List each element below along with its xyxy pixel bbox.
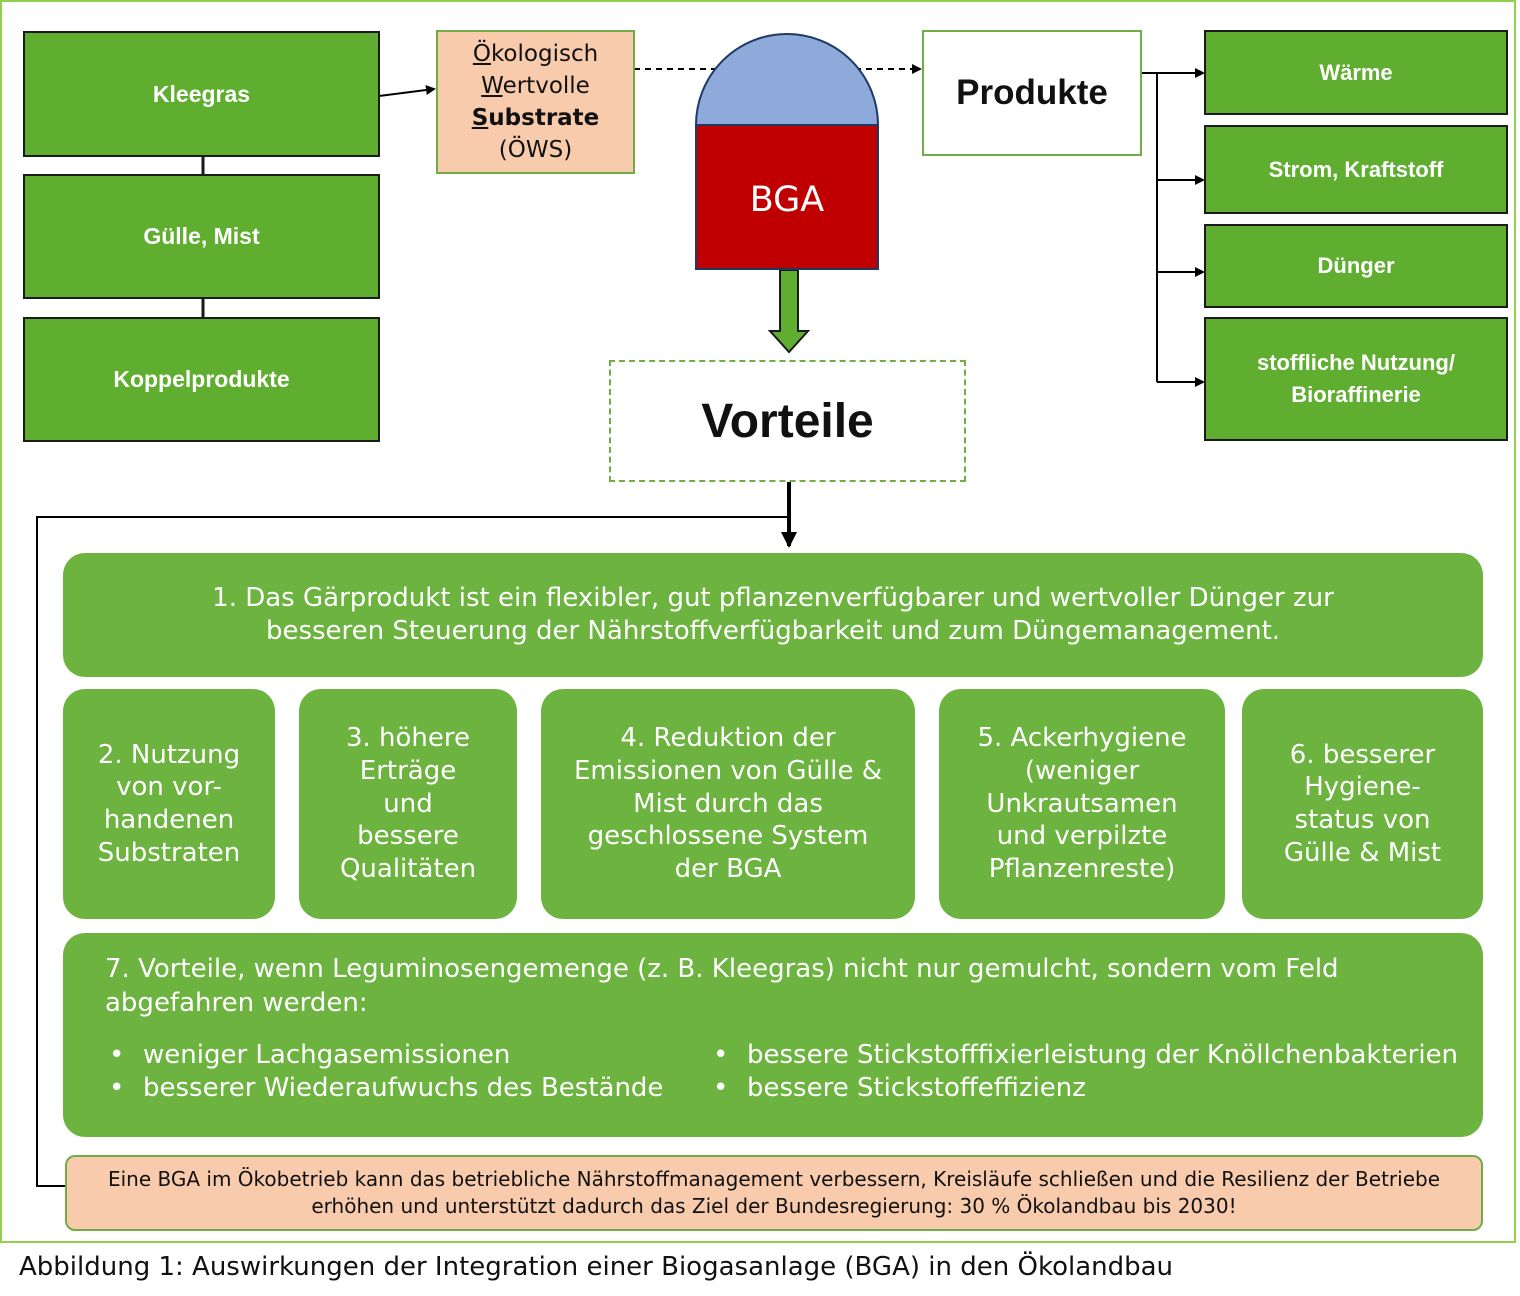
input-label: Koppelprodukte xyxy=(113,366,290,392)
benefit-box-4: 4. Reduktion der Emissionen von Gülle & … xyxy=(541,689,915,919)
input-box-guelle-mist: Gülle, Mist xyxy=(23,174,380,299)
substrate-line-2: Wertvolle xyxy=(481,72,590,99)
benefit-7-item: weniger Lachgasemissionen xyxy=(105,1039,663,1073)
product-box-stoffliche-nutzung: stoffliche Nutzung/ Bioraffinerie xyxy=(1204,317,1508,441)
benefit-text: 5. Ackerhygiene (weniger Unkrautsamen un… xyxy=(977,723,1187,885)
digester-dome xyxy=(694,33,880,126)
benefit-7-list-left: weniger Lachgasemissionen besserer Wiede… xyxy=(105,1039,663,1106)
outer-frame xyxy=(0,0,1516,1243)
arrow-kleegras-to-substrate xyxy=(378,85,436,97)
benefit-7-list-right: bessere Stickstofffixierleistung der Knö… xyxy=(709,1039,1458,1106)
benefit-text: 1. Das Gärprodukt ist ein flexibler, gut… xyxy=(212,583,1334,646)
input-box-kleegras: Kleegras xyxy=(23,31,380,157)
benefit-text: 3. höhere Erträge und bessere Qualitäten xyxy=(339,723,477,885)
products-box: Produkte xyxy=(922,30,1142,156)
green-arrow-down xyxy=(767,269,811,354)
benefit-text: 4. Reduktion der Emissionen von Gülle & … xyxy=(573,723,883,885)
input-label: Gülle, Mist xyxy=(143,223,260,249)
product-label: Dünger xyxy=(1317,253,1395,278)
product-label: stoffliche Nutzung/ Bioraffinerie xyxy=(1257,350,1455,407)
product-label: Strom, Kraftstoff xyxy=(1268,156,1444,182)
conclusion-box: Eine BGA im Ökobetrieb kann das betriebl… xyxy=(65,1155,1483,1231)
benefit-text: 6. besserer Hygiene-status von Gülle & M… xyxy=(1283,739,1442,868)
benefit-7-item: besserer Wiederaufwuchs des Bestände xyxy=(105,1072,663,1106)
benefit-7-intro: 7. Vorteile, wenn Leguminosengemenge (z.… xyxy=(105,954,1339,1018)
product-box-waerme: Wärme xyxy=(1204,30,1508,115)
benefit-box-3: 3. höhere Erträge und bessere Qualitäten xyxy=(299,689,517,919)
product-label: Wärme xyxy=(1319,59,1393,85)
substrate-line-3: Substrate xyxy=(471,105,600,131)
benefit-7-item: bessere Stickstofffixierleistung der Knö… xyxy=(709,1039,1458,1073)
benefit-box-1: 1. Das Gärprodukt ist ein flexibler, gut… xyxy=(63,553,1483,677)
figure-caption: Abbildung 1: Auswirkungen der Integratio… xyxy=(19,1252,1174,1282)
substrate-line-1: Ökologisch xyxy=(472,40,599,67)
benefit-box-5: 5. Ackerhygiene (weniger Unkrautsamen un… xyxy=(939,689,1225,919)
input-label: Kleegras xyxy=(152,80,251,107)
benefits-title: Vorteile xyxy=(701,394,874,448)
conclusion-text: Eine BGA im Ökobetrieb kann das betriebl… xyxy=(107,1167,1441,1218)
benefit-text: 2. Nutzung von vor-handenen Substraten xyxy=(97,739,241,868)
products-title: Produkte xyxy=(956,73,1108,112)
benefit-box-7: 7. Vorteile, wenn Leguminosengemenge (z.… xyxy=(63,933,1483,1137)
product-box-duenger: Dünger xyxy=(1204,224,1508,308)
benefit-box-2: 2. Nutzung von vor-handenen Substraten xyxy=(63,689,275,919)
product-box-strom: Strom, Kraftstoff xyxy=(1204,125,1508,214)
substrate-box: Ökologisch Wertvolle Substrate (ÖWS) xyxy=(436,30,635,174)
digester-tank xyxy=(695,124,879,270)
input-box-koppelprodukte: Koppelprodukte xyxy=(23,317,380,442)
benefit-7-item: bessere Stickstoffeffizienz xyxy=(709,1072,1458,1106)
benefits-title-box: Vorteile xyxy=(609,360,966,482)
substrate-line-4: (ÖWS) xyxy=(498,137,573,164)
bga-label: BGA xyxy=(749,180,825,220)
benefit-box-6: 6. besserer Hygiene-status von Gülle & M… xyxy=(1242,689,1483,919)
